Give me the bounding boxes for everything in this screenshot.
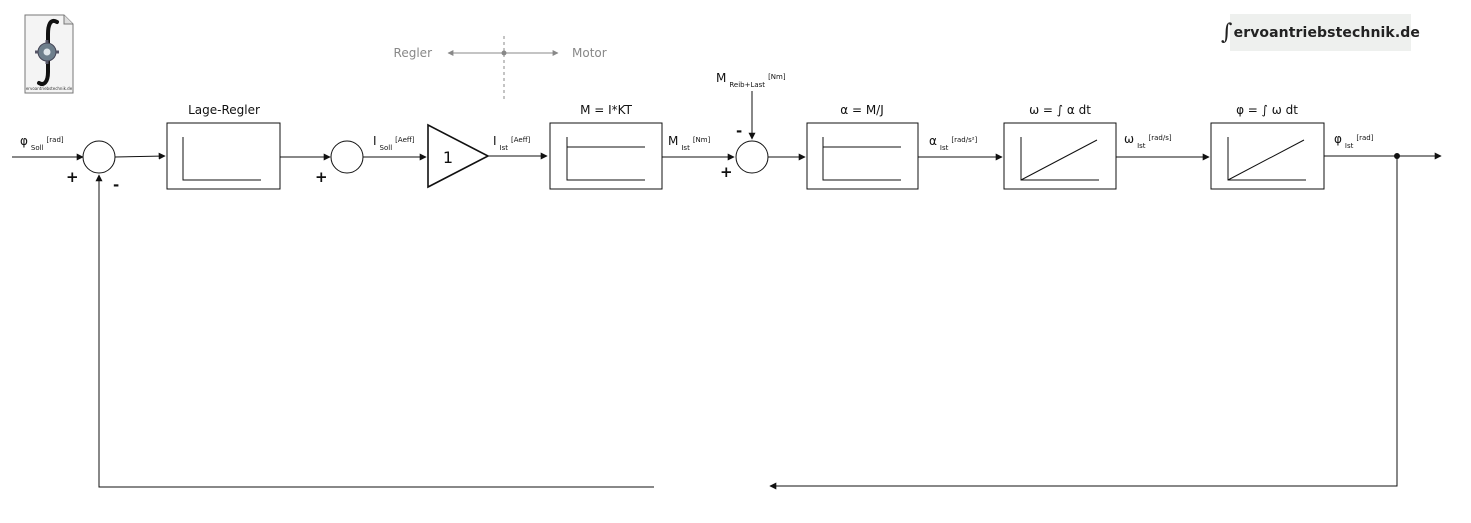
title-acceleration: α = M/J xyxy=(840,103,884,117)
divider-label-motor: Motor xyxy=(572,46,607,60)
block-lage-regler xyxy=(166,122,281,190)
gain-value: 1 xyxy=(443,148,453,167)
block-phi-curve xyxy=(1227,137,1306,181)
title-lage-regler: Lage-Regler xyxy=(188,103,260,117)
block-torque xyxy=(549,122,663,190)
block-acceleration-curve xyxy=(822,137,901,181)
block-omega-curve xyxy=(1020,137,1099,181)
summing-junction-2 xyxy=(330,140,364,174)
block-acceleration xyxy=(806,122,919,190)
regler-motor-divider: Regler Motor xyxy=(394,36,607,102)
sign-sum3-minus: - xyxy=(736,122,742,140)
block-lage-regler-curve xyxy=(182,137,261,181)
block-torque-curve xyxy=(566,137,645,181)
gain-block xyxy=(427,123,490,189)
sign-sum1-plus: + xyxy=(66,168,79,186)
brand-text: ervoantriebstechnik.de xyxy=(1233,24,1420,41)
sign-sum2-plus: + xyxy=(315,168,328,186)
divider-label-regler: Regler xyxy=(394,46,433,60)
brand-banner: ∫ervoantriebstechnik.de xyxy=(1221,14,1420,51)
feedback-line-right xyxy=(769,156,1398,490)
feedback-line-left xyxy=(95,174,654,488)
title-omega: ω = ∫ α dt xyxy=(1029,103,1091,117)
block-omega-integrator xyxy=(1003,122,1117,190)
title-torque: M = I*KT xyxy=(580,103,633,117)
summing-junction-3 xyxy=(735,140,769,174)
block-phi-integrator xyxy=(1210,122,1325,190)
company-logo: ervoantriebstechnik.de xyxy=(24,14,74,94)
sign-sum1-minus: - xyxy=(113,176,119,194)
title-phi: φ = ∫ ω dt xyxy=(1236,103,1298,117)
integral-logo-icon: ∫ xyxy=(1221,20,1233,45)
line-sum1-to-regler xyxy=(114,152,166,160)
sign-sum3-plus: + xyxy=(720,163,733,181)
summing-junction-1 xyxy=(82,140,116,174)
logo-caption: ervoantriebstechnik.de xyxy=(26,86,73,91)
